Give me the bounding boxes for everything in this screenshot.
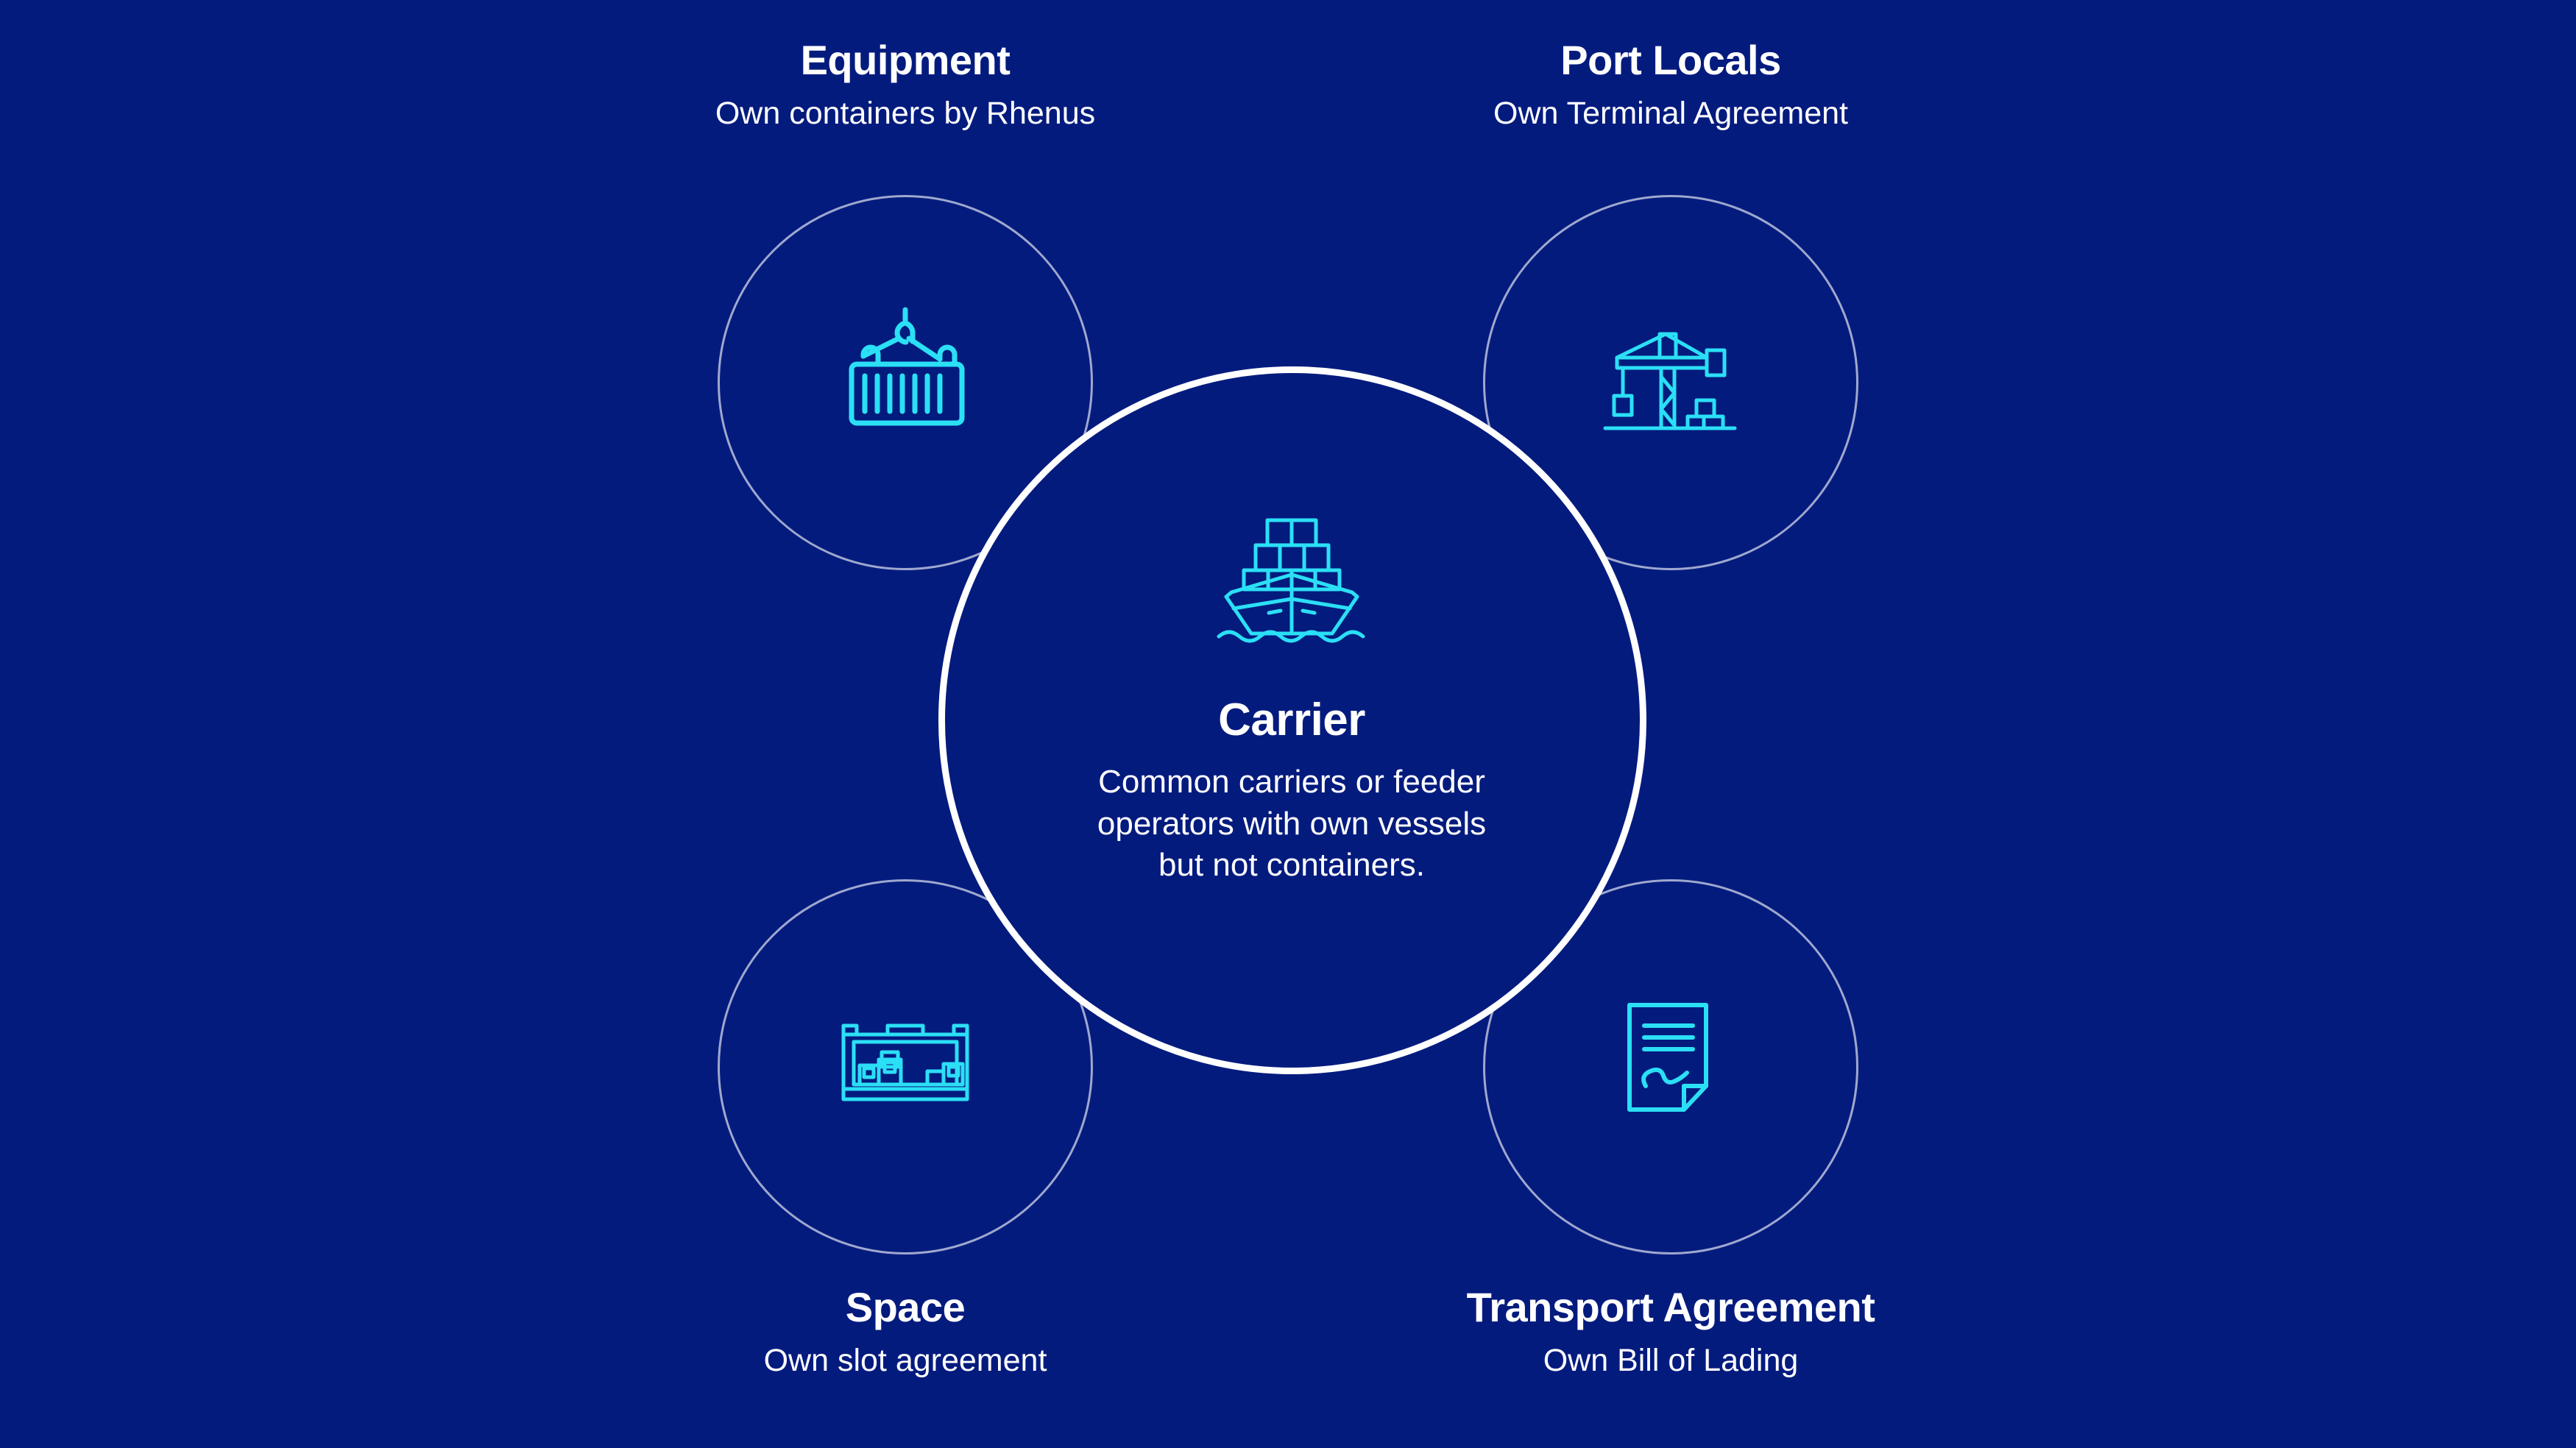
label-space: Space Own slot agreement [574,1284,1236,1381]
shipping-container-icon [835,298,975,434]
label-transport-agreement-subtitle: Own Bill of Lading [1543,1343,1799,1379]
label-port-locals-title: Port Locals [1560,37,1781,83]
circle-equipment[interactable] [718,195,1093,570]
carrier-description-line-1: Common carriers or feeder [1098,764,1485,801]
container-ship-icon [1207,504,1376,651]
label-space-title: Space [845,1284,966,1330]
label-port-locals-subtitle: Own Terminal Agreement [1493,96,1848,132]
circle-space[interactable] [718,879,1093,1254]
carrier-description-line-2: operators with own vessels [1097,805,1487,842]
label-equipment-subtitle: Own containers by Rhenus [715,96,1096,132]
circle-carrier[interactable] [938,366,1646,1074]
carrier-description: Common carriers or feeder operators with… [975,762,1608,886]
carrier-description-line-3: but not containers. [1158,846,1425,883]
label-port-locals: Port Locals Own Terminal Agreement [1340,37,2002,134]
carrier-title: Carrier [1218,695,1365,745]
port-crane-icon [1601,324,1741,441]
cargo-hold-icon [839,1014,972,1106]
circle-port-locals[interactable] [1483,195,1858,570]
label-transport-agreement-title: Transport Agreement [1466,1284,1875,1330]
label-space-subtitle: Own slot agreement [763,1343,1047,1379]
label-transport-agreement: Transport Agreement Own Bill of Lading [1340,1284,2002,1381]
label-equipment-title: Equipment [800,37,1011,83]
carrier-text-block: Carrier Common carriers or feeder operat… [975,695,1608,886]
circle-transport-agreement[interactable] [1483,879,1858,1254]
signed-document-icon [1619,999,1726,1121]
label-equipment: Equipment Own containers by Rhenus [574,37,1236,134]
